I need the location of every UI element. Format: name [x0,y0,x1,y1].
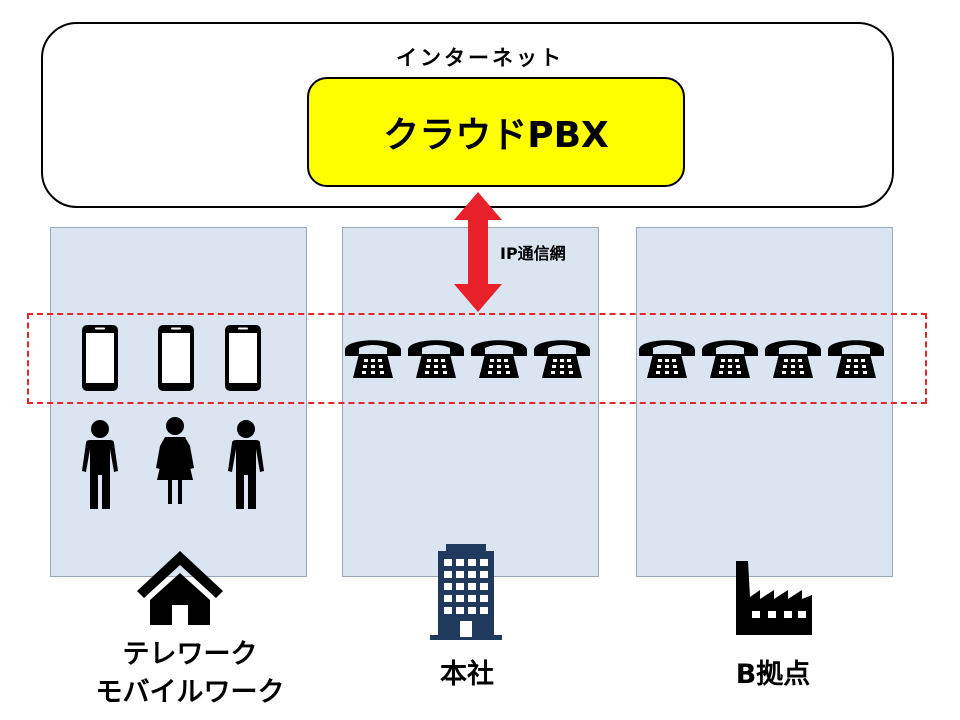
person-male-icon [223,419,269,511]
factory-icon [736,561,812,635]
internet-label: インターネット [396,46,564,70]
cloud-pbx-box: クラウドPBX [307,77,685,187]
branch-b-label: B拠点 [735,659,811,690]
office-building-icon [430,544,502,640]
person-male-icon [77,419,123,511]
headquarters-label: 本社 [440,659,494,690]
person-female-icon [152,416,198,508]
telework-label: テレワーク [122,639,258,670]
telework-caption: テレワーク モバイルワーク [40,636,340,712]
house-icon [137,551,223,625]
ip-network-label: IP通信網 [500,244,566,263]
mobile-work-label: モバイルワーク [95,677,285,708]
device-highlight-box [27,313,927,404]
double-arrow-icon [454,192,502,312]
